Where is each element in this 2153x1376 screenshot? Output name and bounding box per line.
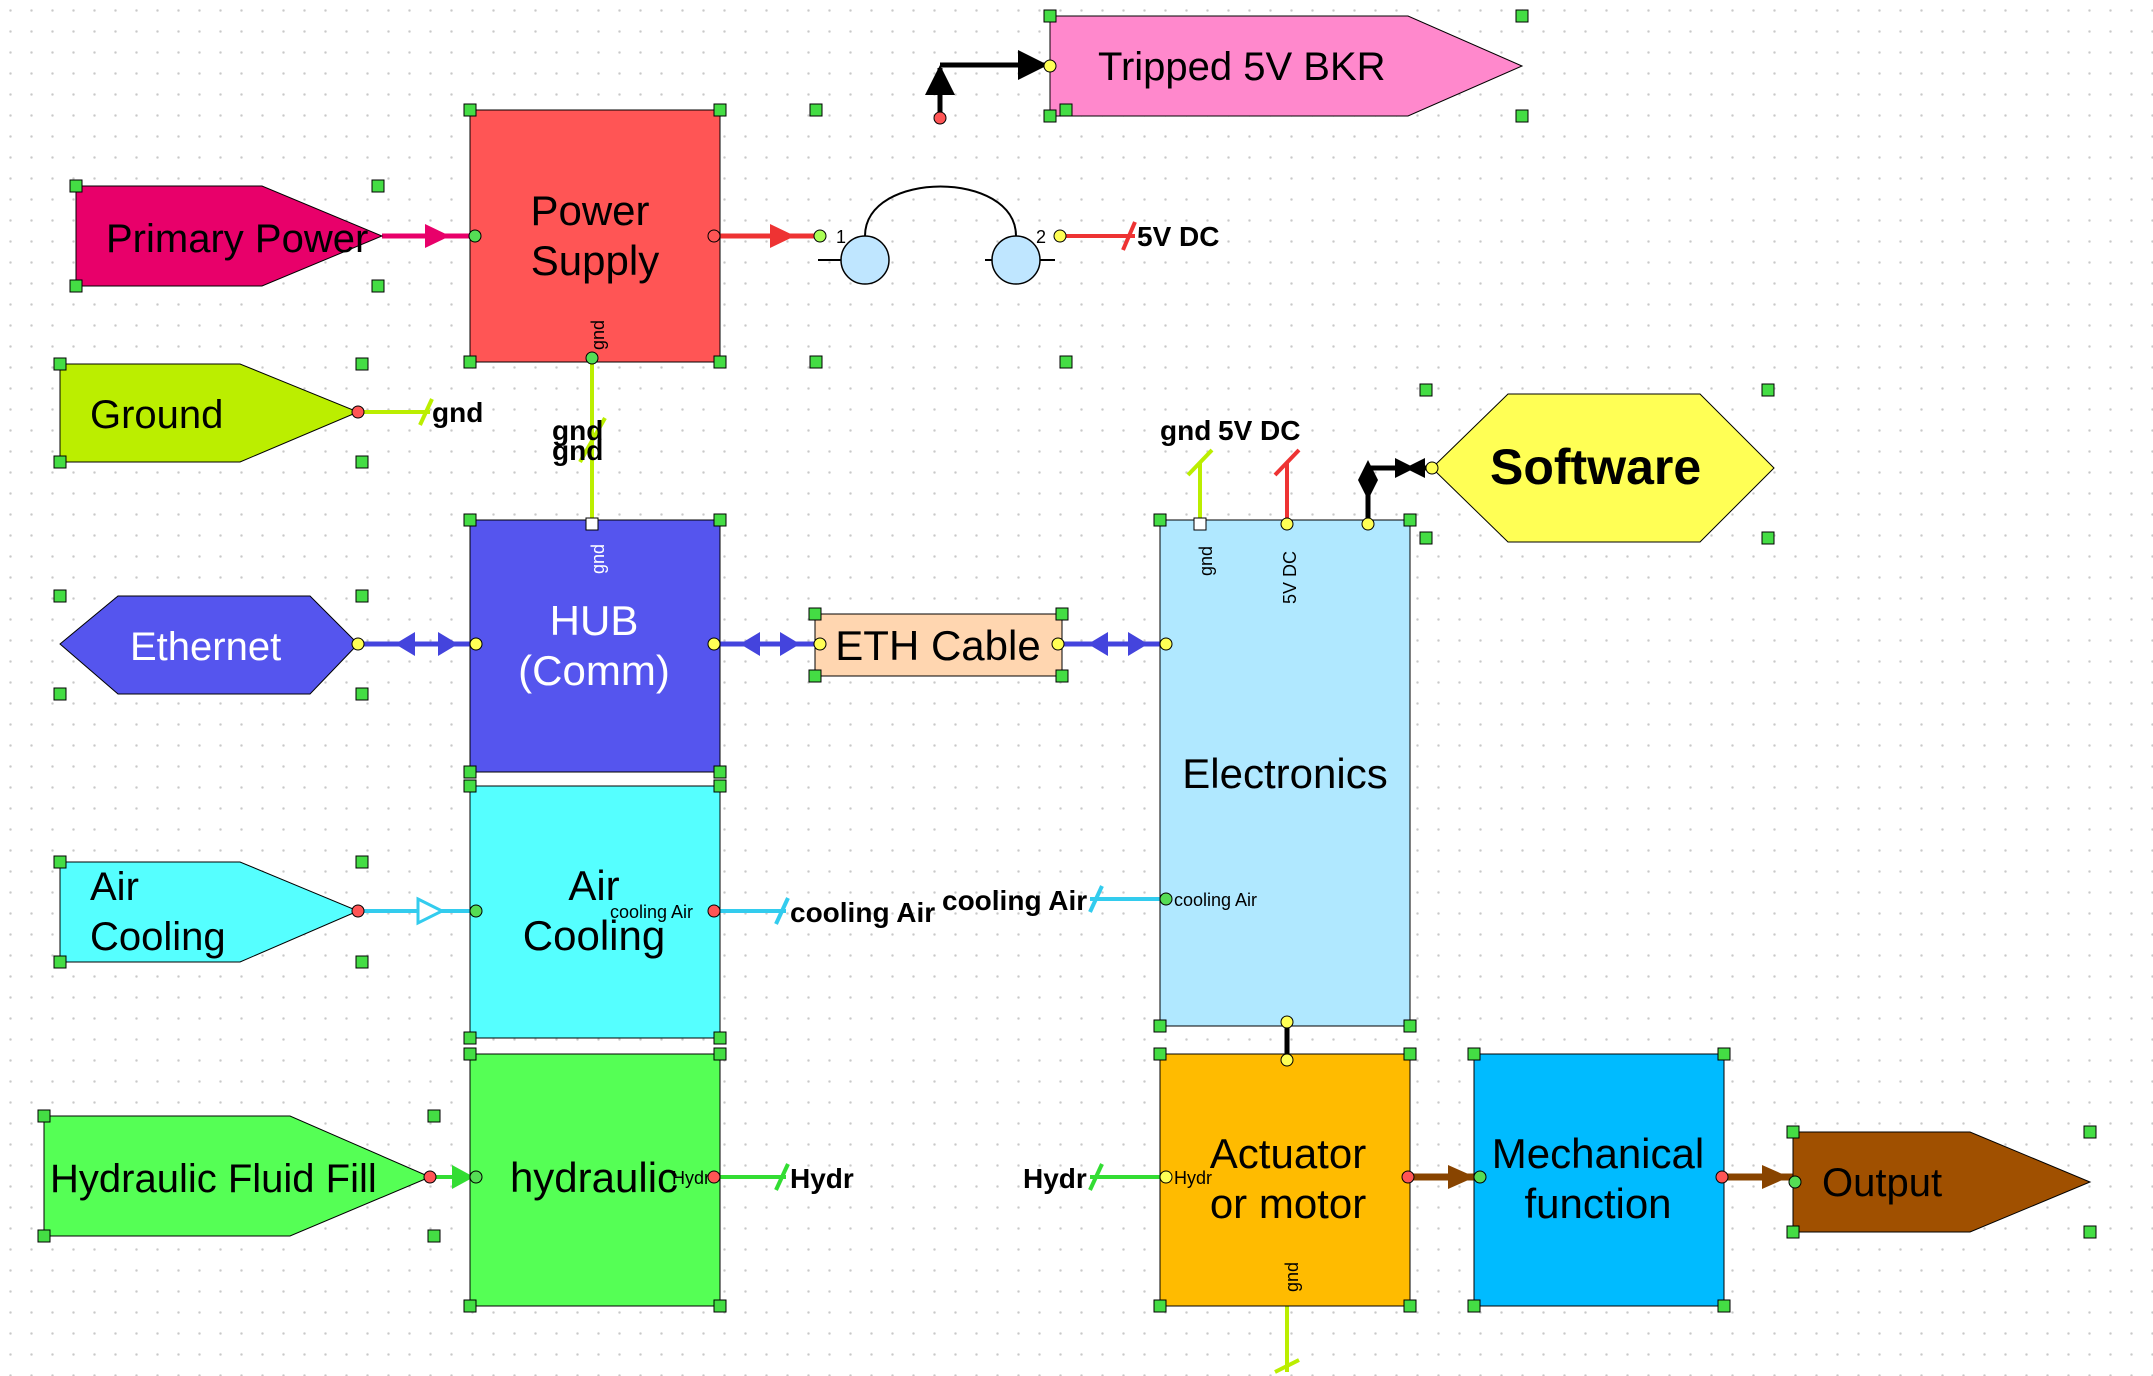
electronics-cooling-port: cooling Air: [1174, 890, 1257, 910]
cooling-air-label-left: cooling Air: [790, 897, 935, 928]
air-cooling-ext-label-1: Air: [90, 865, 139, 909]
tripped-connection[interactable]: [925, 50, 1048, 118]
electronics-gnd-port: gnd: [1196, 546, 1216, 576]
software-electronics-connection[interactable]: [1358, 458, 1432, 520]
tripped-5v-bkr-label: Tripped 5V BKR: [1098, 45, 1386, 89]
actuator-hydr-port: Hydr: [1174, 1168, 1212, 1188]
power-supply-label-1: Power: [530, 187, 649, 234]
eth-cable-block[interactable]: [814, 613, 1063, 677]
air-cooling-block-label-2: Cooling: [523, 912, 665, 959]
ground-connection[interactable]: [358, 398, 434, 426]
power-supply-block[interactable]: [469, 109, 721, 363]
output-label: Output: [1822, 1161, 1942, 1205]
psu-gnd-label-2: gnd: [552, 435, 603, 466]
actuator-hydr-in-connection[interactable]: [1088, 1163, 1164, 1191]
hydraulic-block-port: Hydr: [672, 1168, 710, 1188]
hydr-label-right: Hydr: [1023, 1163, 1087, 1194]
hub-label-1: HUB: [550, 597, 639, 644]
electronics-5vdc-label: 5V DC: [1218, 415, 1300, 446]
ethcable-electronics-connection[interactable]: [1058, 632, 1164, 656]
software-label: Software: [1490, 439, 1701, 495]
actuator-mechanical-connection[interactable]: [1408, 1165, 1478, 1189]
cooling-air-label-right: cooling Air: [942, 885, 1087, 916]
actuator-gnd-stub[interactable]: [1274, 1300, 1300, 1374]
mechanical-output-connection[interactable]: [1722, 1165, 1793, 1189]
fuse-5vdc-label: 5V DC: [1137, 221, 1219, 252]
power-to-fuse-connection[interactable]: [714, 224, 815, 248]
electronics-5vdc-port: 5V DC: [1280, 551, 1300, 604]
actuator-block[interactable]: [1159, 1053, 1411, 1307]
software-shape[interactable]: [1431, 393, 1775, 543]
fuse-to-5vdc-connection[interactable]: [1060, 221, 1137, 251]
hydr-label-left: Hydr: [790, 1163, 854, 1194]
port-dots: [351, 59, 1802, 1189]
mechanical-label-2: function: [1524, 1180, 1671, 1227]
mechanical-label-1: Mechanical: [1492, 1130, 1704, 1177]
hub-gnd-port: gnd: [588, 544, 608, 574]
fuse-pin-2: 2: [1036, 227, 1046, 247]
actuator-label-1: Actuator: [1210, 1130, 1366, 1177]
actuator-gnd-port: gnd: [1282, 1262, 1302, 1292]
electronics-label: Electronics: [1182, 750, 1387, 797]
power-supply-label-2: Supply: [531, 237, 659, 284]
hydraulic-block[interactable]: [469, 1053, 721, 1307]
electronics-gnd-stub[interactable]: [1186, 448, 1214, 520]
selection-handles: [37, 9, 2097, 1313]
hub-ethcable-connection[interactable]: [714, 632, 815, 656]
air-cooling-block[interactable]: [469, 785, 721, 1039]
hydraulic-fill-shape[interactable]: [43, 1115, 432, 1237]
primary-power-label: Primary Power: [106, 217, 368, 261]
ethernet-hub-connection[interactable]: [358, 632, 470, 656]
ground-gnd-label: gnd: [432, 397, 483, 428]
air-cooling-block-label-1: Air: [568, 862, 619, 909]
hydraulic-block-label: hydraulic: [510, 1154, 678, 1201]
ground-label: Ground: [90, 393, 223, 437]
psu-hub-gnd-connection[interactable]: [578, 358, 607, 525]
electronics-cooling-in-connection[interactable]: [1088, 885, 1164, 913]
tripped-5v-bkr-shape[interactable]: [1049, 15, 1524, 117]
electronics-block[interactable]: [1159, 519, 1411, 1027]
aircooling-connection[interactable]: [358, 896, 470, 926]
actuator-label-2: or motor: [1210, 1180, 1366, 1227]
fuse-pin-1: 1: [836, 227, 846, 247]
power-supply-gnd-port: gnd: [588, 320, 608, 350]
electronics-5vdc-stub[interactable]: [1273, 448, 1301, 520]
air-cooling-ext-label-2: Cooling: [90, 915, 226, 959]
ground-shape[interactable]: [59, 363, 360, 463]
hydraulic-out-connection[interactable]: [714, 1163, 790, 1191]
output-shape[interactable]: [1792, 1131, 2092, 1233]
fuse-symbol[interactable]: [813, 185, 1067, 285]
air-cooling-block-port: cooling Air: [610, 902, 693, 922]
ethernet-label: Ethernet: [130, 625, 281, 669]
primary-power-connection[interactable]: [382, 224, 470, 248]
hydraulic-fill-connection[interactable]: [430, 1165, 475, 1189]
eth-cable-label: ETH Cable: [835, 622, 1040, 669]
mechanical-function-block[interactable]: [1473, 1053, 1725, 1307]
aircooling-out-connection[interactable]: [714, 897, 790, 925]
hub-label-2: (Comm): [518, 647, 670, 694]
electronics-gnd-label: gnd: [1160, 415, 1211, 446]
psu-gnd-label-1: gnd: [552, 415, 603, 446]
primary-power-shape[interactable]: [75, 185, 384, 287]
air-cooling-ext-shape[interactable]: [59, 861, 360, 963]
hydraulic-fill-label: Hydraulic Fluid Fill: [50, 1157, 377, 1201]
